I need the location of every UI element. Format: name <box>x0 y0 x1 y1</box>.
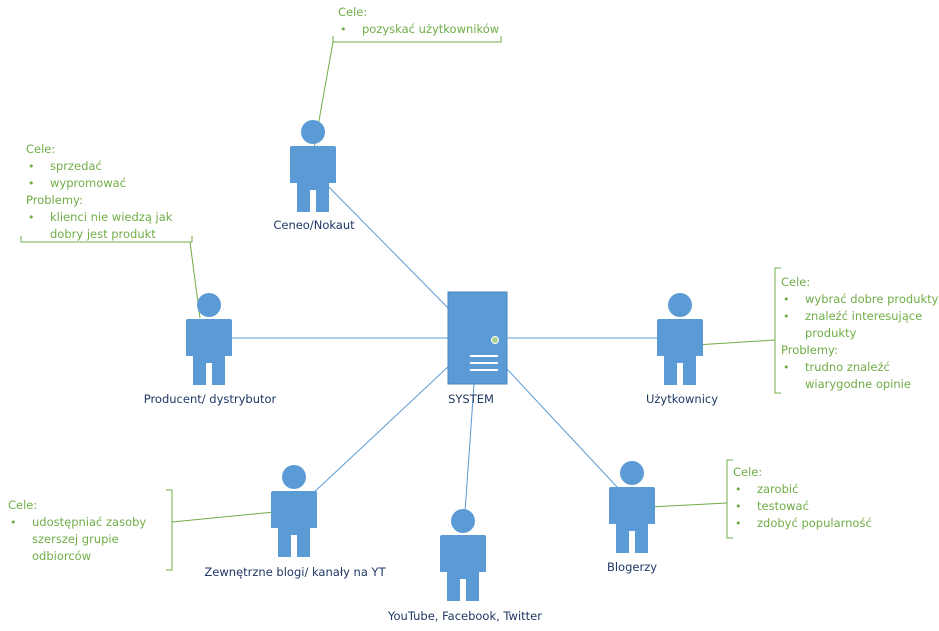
actor-ceneo-icon <box>290 120 336 212</box>
system-label: SYSTEM <box>448 392 494 406</box>
note-blogerzy-cele-item: zdobyć popularność <box>733 515 872 532</box>
note-blogi-cele-item: udostępniać zasoby <box>8 514 146 531</box>
actor-blogi-icon <box>271 465 317 557</box>
system-server-icon <box>447 291 508 385</box>
note-producent: Cele: sprzedać wypromować Problemy: klie… <box>26 141 172 243</box>
note-bracket-blogerzy <box>726 459 733 539</box>
actor-uzytkownicy-label: Użytkownicy <box>645 392 719 406</box>
actor-ceneo-label: Ceneo/Nokaut <box>273 218 355 232</box>
note-connector-blogi <box>171 511 275 523</box>
note-blogerzy: Cele: zarobić testować zdobyć popularnoś… <box>733 464 872 532</box>
actor-producent-label: Producent/ dystrybutor <box>143 392 277 406</box>
note-ceneo-cele-item: pozyskać użytkowników <box>338 21 499 38</box>
note-uzytkownicy: Cele: wybrać dobre produkty znaleźć inte… <box>781 274 938 393</box>
actor-youtube-label: YouTube, Facebook, Twitter <box>388 609 542 623</box>
note-uzytkownicy-problemy-item: trudno znaleźć <box>781 359 938 376</box>
note-blogerzy-cele-item: testować <box>733 498 872 515</box>
note-bracket-producent <box>20 236 193 243</box>
actor-blogerzy-icon <box>609 461 655 553</box>
note-blogi-cele-item: szerszej grupie <box>32 532 119 546</box>
note-blogerzy-cele-header: Cele: <box>733 465 763 479</box>
link-blogi <box>309 364 451 497</box>
link-ceneo <box>319 177 453 313</box>
link-youtube <box>464 383 475 513</box>
actor-producent-icon <box>186 293 232 385</box>
actor-blogerzy-label: Blogerzy <box>606 560 658 574</box>
note-blogerzy-cele-item: zarobić <box>733 481 872 498</box>
actor-blogi-label: Zewnętrzne blogi/ kanały na YT <box>204 565 386 579</box>
link-blogerzy <box>505 367 619 489</box>
note-producent-problemy-header: Problemy: <box>26 193 83 207</box>
note-blogi-cele-header: Cele: <box>8 498 38 512</box>
note-uzytkownicy-problemy-header: Problemy: <box>781 343 838 357</box>
note-producent-cele-item: sprzedać <box>26 158 172 175</box>
note-blogi: Cele: udostępniać zasoby szerszej grupie… <box>8 497 146 565</box>
note-producent-problemy-item: klienci nie wiedzą jak <box>26 209 172 226</box>
note-bracket-uzytkownicy <box>774 267 781 394</box>
note-producent-cele-header: Cele: <box>26 142 56 156</box>
note-bracket-ceneo <box>332 36 502 43</box>
note-ceneo-cele-header: Cele: <box>338 5 368 19</box>
note-producent-problemy-item: dobry jest produkt <box>50 227 156 241</box>
note-uzytkownicy-cele-header: Cele: <box>781 275 811 289</box>
actor-youtube-icon <box>440 509 486 601</box>
note-blogi-cele-item: odbiorców <box>32 549 92 563</box>
note-uzytkownicy-cele-item: znaleźć interesujące <box>781 308 938 325</box>
note-uzytkownicy-problemy-item: wiarygodne opinie <box>805 377 911 391</box>
actor-uzytkownicy-icon <box>657 293 703 385</box>
note-uzytkownicy-cele-item: produkty <box>805 326 857 340</box>
note-bracket-blogi <box>166 489 173 571</box>
note-ceneo: Cele: pozyskać użytkowników <box>338 4 499 38</box>
note-producent-cele-item: wypromować <box>26 175 172 192</box>
note-uzytkownicy-cele-item: wybrać dobre produkty <box>781 291 938 308</box>
